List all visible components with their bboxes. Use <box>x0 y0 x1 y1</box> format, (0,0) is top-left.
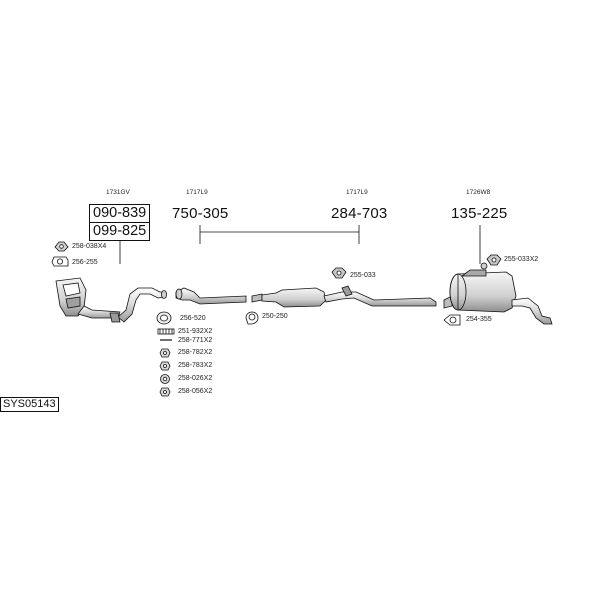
spring-icon <box>157 328 175 335</box>
front-pipe <box>175 287 247 305</box>
fitting-label[interactable]: 258-783X2 <box>178 362 213 369</box>
fitting-label[interactable]: 258-771X2 <box>178 337 213 344</box>
fitting-label[interactable]: 255-033 <box>350 272 376 279</box>
part-number[interactable]: 284-703 <box>331 205 388 222</box>
fitting-icons <box>51 241 502 397</box>
fitting-label[interactable]: 251-932X2 <box>178 328 213 335</box>
assembly-ref-label: 1717L9 <box>186 189 208 196</box>
fitting-label[interactable]: 256-255 <box>72 259 98 266</box>
system-code-badge: SYS05143 <box>0 397 59 412</box>
fitting-label[interactable]: 254-355 <box>466 316 492 323</box>
fitting-label[interactable]: 258-056X2 <box>178 388 213 395</box>
fitting-label[interactable]: 250-250 <box>262 313 288 320</box>
middle-silencer <box>251 285 437 308</box>
assembly-ref-label: 1731GV <box>106 189 130 196</box>
fitting-label[interactable]: 255-033X2 <box>504 256 539 263</box>
leader-lines <box>119 225 481 264</box>
fitting-label[interactable]: 258-026X2 <box>178 375 213 382</box>
part-number[interactable]: 750-305 <box>172 205 229 222</box>
catalytic-converter <box>55 277 167 323</box>
assembly-ref-label: 1717L9 <box>346 189 368 196</box>
fitting-label[interactable]: 258-038X4 <box>72 243 107 250</box>
part-number-box[interactable]: 099-825 <box>89 222 151 241</box>
part-number-box[interactable]: 090-839 <box>89 204 151 223</box>
assembly-ref-label: 1726W8 <box>466 189 491 196</box>
fitting-label[interactable]: 258-782X2 <box>178 349 213 356</box>
part-number[interactable]: 135-225 <box>451 205 508 222</box>
fitting-label[interactable]: 256-520 <box>180 315 206 322</box>
rear-silencer <box>443 262 553 325</box>
